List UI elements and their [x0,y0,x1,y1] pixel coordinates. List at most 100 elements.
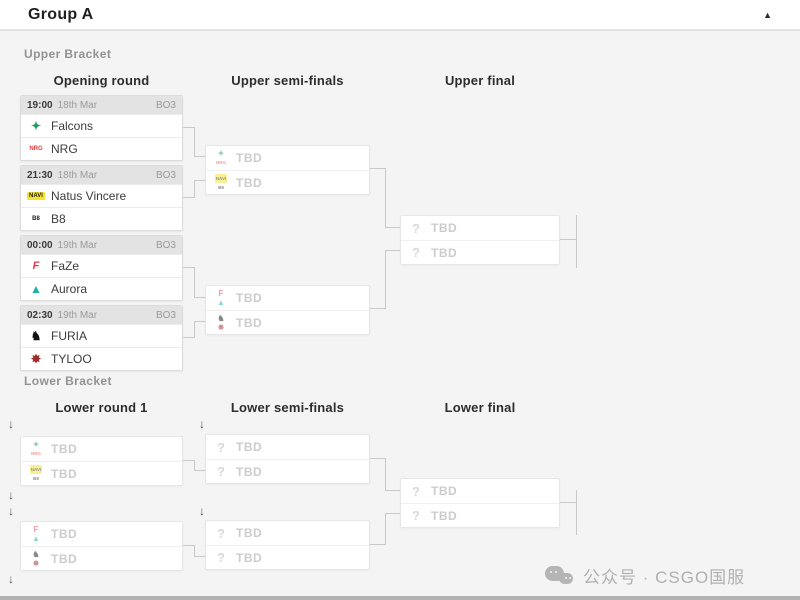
tbd-label: TBD [236,440,263,454]
drop-down-arrow-icon: ↓ [8,417,14,431]
team-name: FaZe [51,259,80,273]
unknown-team-icon: ? [217,525,225,541]
group-title: Group A [28,6,94,23]
team-row-faze[interactable]: F FaZe [21,254,182,277]
match-header: 02:30 19th Mar BO3 [21,306,182,324]
tbd-label: TBD [431,245,458,260]
navi-logo-icon: NAVI [29,464,43,474]
bracket-connector [370,458,385,459]
faze-logo-icon: F [218,289,224,298]
bracket-connector [385,458,386,491]
tbd-slot: ♞ ✸ TBD [206,310,369,334]
match-card-navi-b8[interactable]: 21:30 18th Mar BO3 NAVI Natus Vincere B8… [20,165,183,231]
bracket-connector [194,556,205,557]
lower-round1-match2-card[interactable]: F ▲ TBD ♞ ✸ TBD [20,521,183,571]
lower-final-card[interactable]: ? TBD ? TBD [400,478,560,528]
team-row-tyloo[interactable]: ✸ TYLOO [21,347,182,370]
bracket-connector [194,297,205,298]
upper-semifinal-2-card[interactable]: F ▲ TBD ♞ ✸ TBD [205,285,370,335]
column-header-upper-semi-finals: Upper semi-finals [231,73,344,88]
watermark-text: 公众号 · CSGO国服 [583,568,746,587]
match-time: 02:30 [27,309,53,321]
column-header-opening-round: Opening round [53,73,150,88]
upper-bracket-label: Upper Bracket [24,47,112,61]
candidate-logos: ✦ NRG [212,149,230,167]
b8-logo-icon: B8 [33,475,39,481]
navi-logo-icon: NAVI [214,173,228,183]
bracket-connector [194,460,195,470]
match-card-falcons-nrg[interactable]: 19:00 18th Mar BO3 ✦ Falcons NRG NRG [20,95,183,161]
lower-semifinal-2-card[interactable]: ? TBD ? TBD [205,520,370,570]
unknown-team-icon: ? [217,439,225,455]
tbd-slot: ? TBD [401,216,559,240]
nrg-logo-icon: NRG [29,146,43,152]
tbd-label: TBD [236,151,263,165]
bracket-connector [194,156,205,157]
match-time: 00:00 [27,239,53,251]
team-row-nrg[interactable]: NRG NRG [21,137,182,160]
lower-semifinal-1-card[interactable]: ? TBD ? TBD [205,434,370,484]
bracket-connector [194,180,205,181]
tbd-label: TBD [236,291,263,305]
tbd-slot: ? TBD [401,479,559,503]
candidate-logos: ✦ NRG [27,440,45,458]
upper-final-card[interactable]: ? TBD ? TBD [400,215,560,265]
bracket-connector [576,490,577,535]
bracket-connector [183,197,194,198]
team-name: Natus Vincere [51,189,127,203]
match-card-furia-tyloo[interactable]: 02:30 19th Mar BO3 ♞ FURIA ✸ TYLOO [20,305,183,371]
team-row-falcons[interactable]: ✦ Falcons [21,114,182,137]
match-time: 21:30 [27,169,53,181]
bracket-connector [370,544,385,545]
match-date: 19th Mar [57,309,98,321]
team-row-aurora[interactable]: ▲ Aurora [21,277,182,300]
bracket-connector [183,460,194,461]
tbd-label: TBD [236,464,263,479]
bracket-connector [385,227,400,228]
team-row-natus-vincere[interactable]: NAVI Natus Vincere [21,184,182,207]
aurora-logo-icon: ▲ [30,282,42,296]
furia-logo-icon: ♞ [32,549,40,559]
tbd-slot: ? TBD [401,240,559,264]
bracket-connector [576,215,577,268]
unknown-team-icon: ? [412,508,420,523]
tbd-slot: ♞ ✸ TBD [21,546,182,570]
bottom-edge-bar [0,596,800,600]
tbd-slot: ? TBD [206,435,369,459]
unknown-team-icon: ? [217,550,225,565]
team-row-b8[interactable]: B8 B8 [21,207,182,230]
column-header-upper-final: Upper final [444,73,516,88]
drop-down-arrow-icon: ↓ [199,417,205,431]
bracket-connector [194,180,195,198]
tbd-label: TBD [431,221,458,235]
bracket-connector [385,168,386,228]
match-format-badge: BO3 [155,169,176,181]
faze-logo-icon: F [32,259,40,272]
drop-down-arrow-icon: ↓ [8,504,14,518]
bracket-connector [194,545,195,556]
candidate-logos: NAVI B8 [212,173,230,192]
candidate-logos: ♞ ✸ [212,314,230,332]
match-card-faze-aurora[interactable]: 00:00 19th Mar BO3 F FaZe ▲ Aurora [20,235,183,301]
lower-bracket-label: Lower Bracket [24,374,112,388]
tbd-slot: F ▲ TBD [21,522,182,546]
match-time: 19:00 [27,99,53,111]
collapse-caret-icon[interactable]: ▲ [763,10,772,20]
tbd-label: TBD [51,442,78,456]
column-header-lower-round-1: Lower round 1 [55,400,148,415]
bracket-connector [385,250,386,309]
navi-logo-icon: NAVI [27,192,45,200]
unknown-team-icon: ? [217,464,225,479]
column-header-lower-semi-finals: Lower semi-finals [230,400,345,415]
tbd-slot: ? TBD [206,521,369,545]
aurora-logo-icon: ▲ [32,534,40,543]
bracket-connector [560,502,576,503]
aurora-logo-icon: ▲ [217,298,225,307]
upper-semifinal-1-card[interactable]: ✦ NRG TBD NAVI B8 TBD [205,145,370,195]
team-row-furia[interactable]: ♞ FURIA [21,324,182,347]
team-name: TYLOO [51,352,92,366]
match-header: 00:00 19th Mar BO3 [21,236,182,254]
lower-round1-match1-card[interactable]: ✦ NRG TBD NAVI B8 TBD [20,436,183,486]
tbd-slot: ? TBD [206,459,369,483]
